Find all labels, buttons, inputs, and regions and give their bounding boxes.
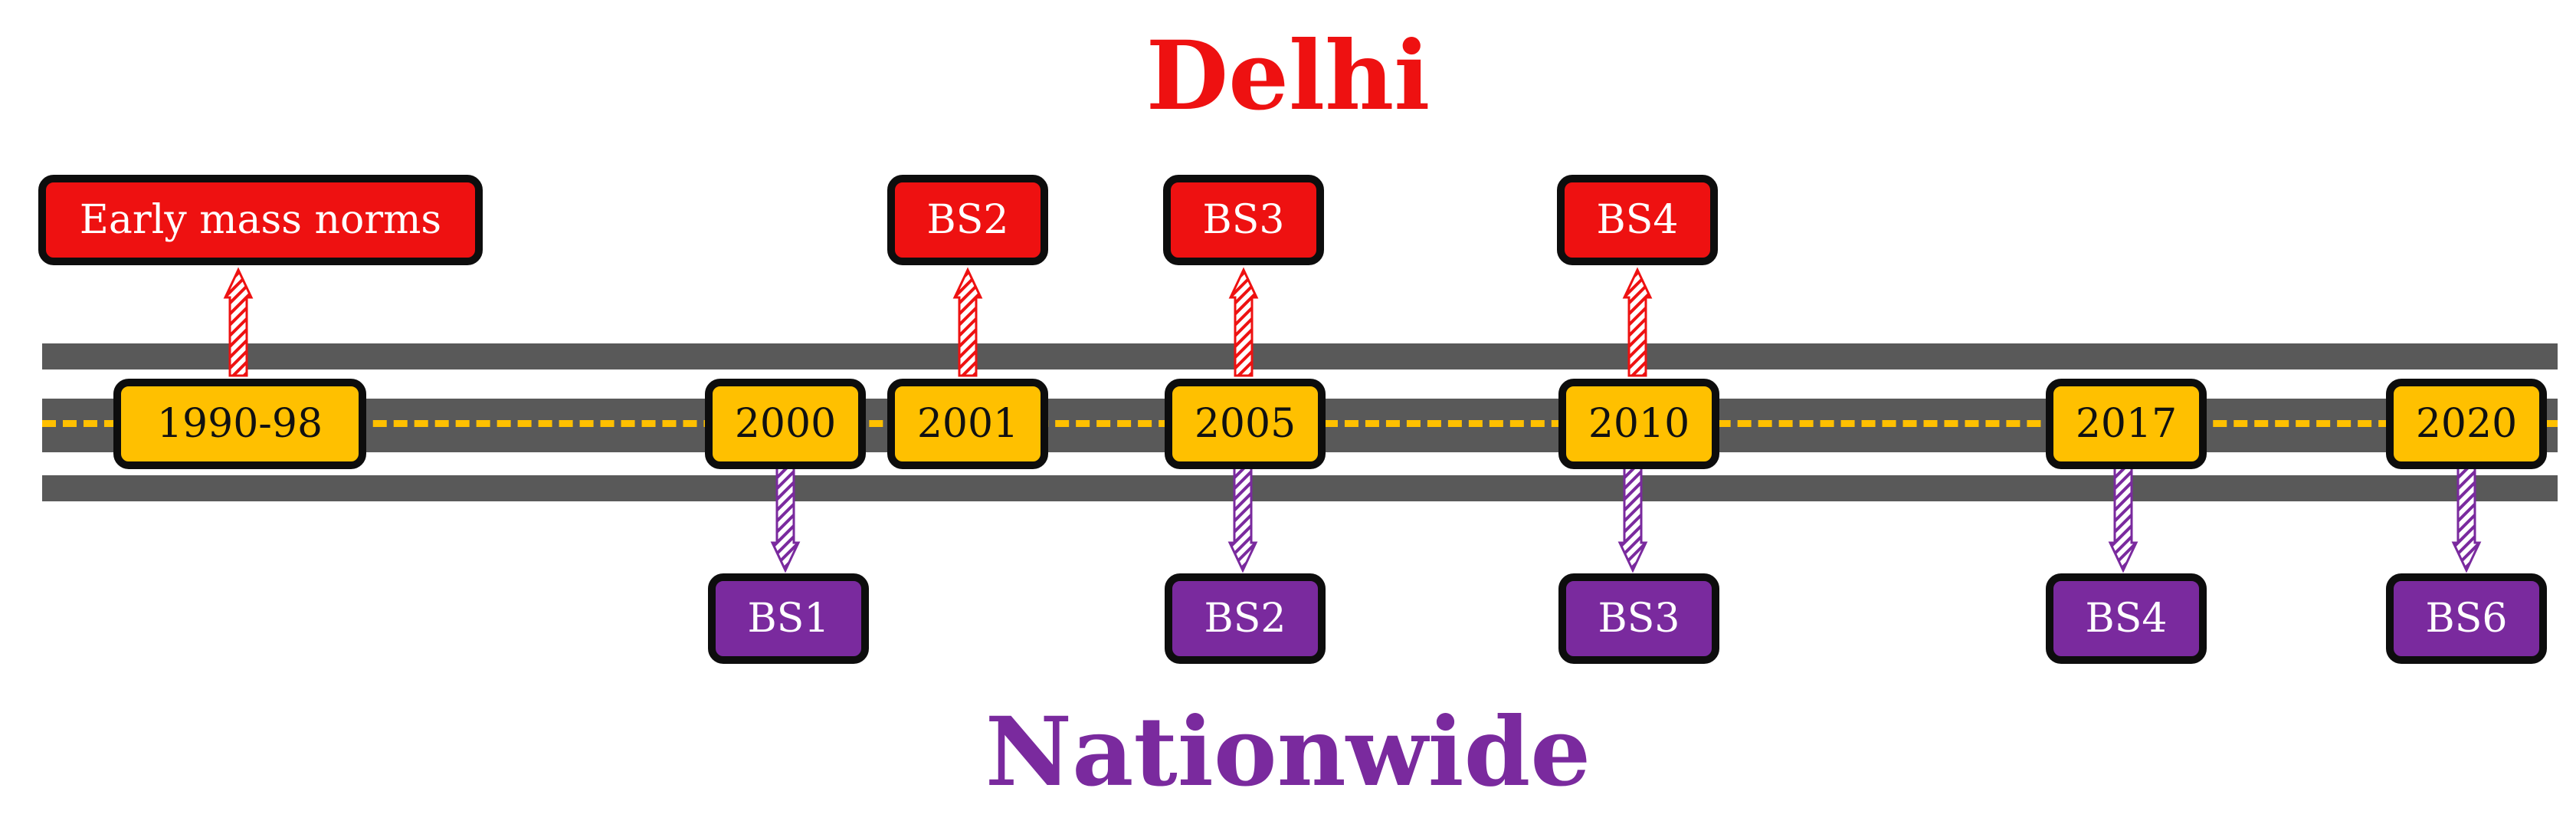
delhi-arrow-2001 <box>952 267 983 377</box>
delhi-norm-bs2: BS2 <box>887 175 1048 265</box>
nationwide-arrow-2010 <box>1617 465 1648 573</box>
delhi-arrow-1990-98 <box>223 267 254 377</box>
year-box-2017: 2017 <box>2046 379 2207 469</box>
road-upper-edge <box>42 343 2558 369</box>
year-box-2020: 2020 <box>2386 379 2547 469</box>
nationwide-norm-bs4: BS4 <box>2046 573 2207 664</box>
delhi-norm-bs4: BS4 <box>1557 175 1718 265</box>
nationwide-arrow-2020 <box>2451 465 2482 573</box>
delhi-norm-bs3: BS3 <box>1163 175 1324 265</box>
nationwide-norm-bs3: BS3 <box>1558 573 1719 664</box>
year-box-2010: 2010 <box>1558 379 1719 469</box>
nationwide-arrow-2000 <box>770 465 801 573</box>
nationwide-arrow-2005 <box>1227 465 1258 573</box>
nationwide-norm-bs6: BS6 <box>2386 573 2547 664</box>
nationwide-title: Nationwide <box>985 697 1591 808</box>
year-box-2001: 2001 <box>887 379 1048 469</box>
delhi-arrow-2005 <box>1228 267 1259 377</box>
delhi-title: Delhi <box>1145 21 1431 132</box>
year-box-1990-98: 1990-98 <box>113 379 366 469</box>
delhi-arrow-2010 <box>1622 267 1653 377</box>
road-lower-edge <box>42 475 2558 501</box>
year-box-2005: 2005 <box>1165 379 1326 469</box>
nationwide-norm-bs1: BS1 <box>708 573 869 664</box>
nationwide-arrow-2017 <box>2108 465 2138 573</box>
delhi-norm-early-mass-norms: Early mass norms <box>38 175 483 265</box>
year-box-2000: 2000 <box>705 379 866 469</box>
nationwide-norm-bs2: BS2 <box>1165 573 1326 664</box>
